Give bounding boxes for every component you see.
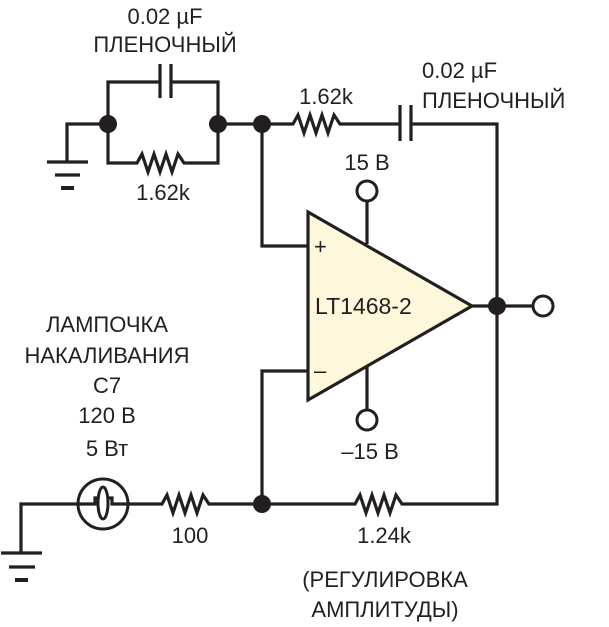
opamp-lt1468-2: + – LT1468-2 15 В –15 В	[260, 124, 555, 503]
amplitude-regulation-network: ЛАМПОЧКА НАКАЛИВАНИЯ C7 120 В 5 Вт 100 1…	[1, 306, 499, 622]
feedback-res-wire	[262, 306, 499, 519]
opamp-triangle	[306, 209, 476, 403]
cap-series-value-label: 0.02 µF	[422, 58, 497, 83]
lamp-label-line1: ЛАМПОЧКА	[46, 312, 168, 337]
supply-pos-label: 15 В	[344, 150, 389, 175]
lamp-label-line5: 5 Вт	[86, 436, 128, 461]
series-rc-network: 1.62k 0.02 µF ПЛЕНОЧНЫЙ	[262, 58, 565, 308]
ground-wire-top	[65, 122, 108, 162]
output-terminal[interactable]	[531, 294, 555, 318]
supply-neg-terminal	[355, 408, 379, 432]
ground-symbol-top	[47, 160, 88, 190]
cap-parallel-type-label: ПЛЕНОЧНЫЙ	[93, 32, 236, 57]
res-lamp-label: 100	[172, 523, 209, 548]
amplitude-note-line1: (РЕГУЛИРОВКА	[302, 567, 468, 592]
res-series-label: 1.62k	[299, 84, 354, 109]
res-parallel-label: 1.62k	[136, 180, 191, 205]
ground-symbol-bottom	[1, 551, 42, 582]
junction-node	[99, 115, 117, 133]
lamp-label-line4: 120 В	[78, 403, 136, 428]
incandescent-lamp-icon	[76, 477, 130, 531]
cap-parallel-value-label: 0.02 µF	[127, 4, 202, 29]
cap-branch-wire-right	[171, 80, 220, 124]
capacitor-parallel	[158, 64, 173, 98]
cap-series-type-label: ПЛЕНОЧНЫЙ	[422, 88, 565, 113]
opamp-part-label: LT1468-2	[315, 293, 412, 319]
supply-neg-label: –15 В	[341, 439, 399, 464]
lamp-label-line2: НАКАЛИВАНИЯ	[25, 343, 190, 368]
series-cap-to-output-wire	[411, 122, 499, 308]
series-res-wire	[262, 109, 400, 139]
parallel-rc-network: 0.02 µF ПЛЕНОЧНЫЙ 1.62k	[47, 4, 271, 205]
lamp-label-line3: C7	[93, 373, 121, 398]
res-branch-wire	[106, 124, 220, 178]
plus-input-wire	[260, 124, 308, 248]
amplitude-note-line2: АМПЛИТУДЫ)	[311, 597, 458, 622]
cap-branch-wire-left	[106, 80, 160, 124]
minus-input-wire	[260, 369, 308, 503]
capacitor-series	[398, 105, 413, 141]
res-feedback-label: 1.24k	[357, 523, 412, 548]
ground-wire-bottom	[19, 502, 78, 552]
supply-pos-terminal	[355, 179, 379, 203]
opamp-minus-sign: –	[314, 358, 327, 383]
opamp-plus-sign: +	[314, 234, 327, 259]
lamp-res-wire	[128, 489, 262, 519]
